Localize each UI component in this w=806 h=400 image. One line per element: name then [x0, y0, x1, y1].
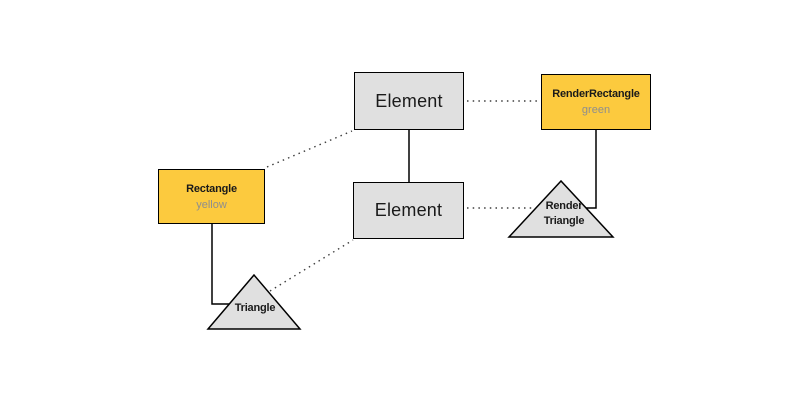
node-rectangle-sublabel: yellow	[196, 198, 227, 211]
node-element-mid-label: Element	[374, 200, 443, 220]
render-triangle-label-line2: Triangle	[543, 215, 585, 227]
edge-rectangle-element-top	[266, 130, 353, 168]
node-render-rectangle-sublabel: green	[581, 104, 611, 116]
render-triangle-label-line1: Render	[545, 200, 583, 212]
edge-rectangle-triangle	[211, 224, 231, 305]
triangle-label-text: Triangle	[234, 302, 276, 314]
node-triangle-label: Triangle	[214, 301, 296, 316]
node-render-rectangle: RenderRectangle green	[541, 74, 651, 130]
edge-render-rectangle-render-triangle	[585, 130, 597, 209]
node-element-top: Element	[354, 72, 464, 130]
node-element-top-label: Element	[375, 90, 443, 111]
node-triangle-shape	[206, 273, 302, 330]
node-render-triangle-shape	[507, 179, 615, 238]
node-rectangle-label: Rectangle	[186, 182, 237, 195]
node-rectangle: Rectangle yellow	[158, 169, 265, 224]
node-element-mid: Element	[353, 182, 464, 239]
node-render-rectangle-label: RenderRectangle	[552, 88, 640, 100]
node-render-triangle-label: Render Triangle	[522, 199, 606, 229]
edge-triangle-element-mid	[269, 239, 354, 292]
